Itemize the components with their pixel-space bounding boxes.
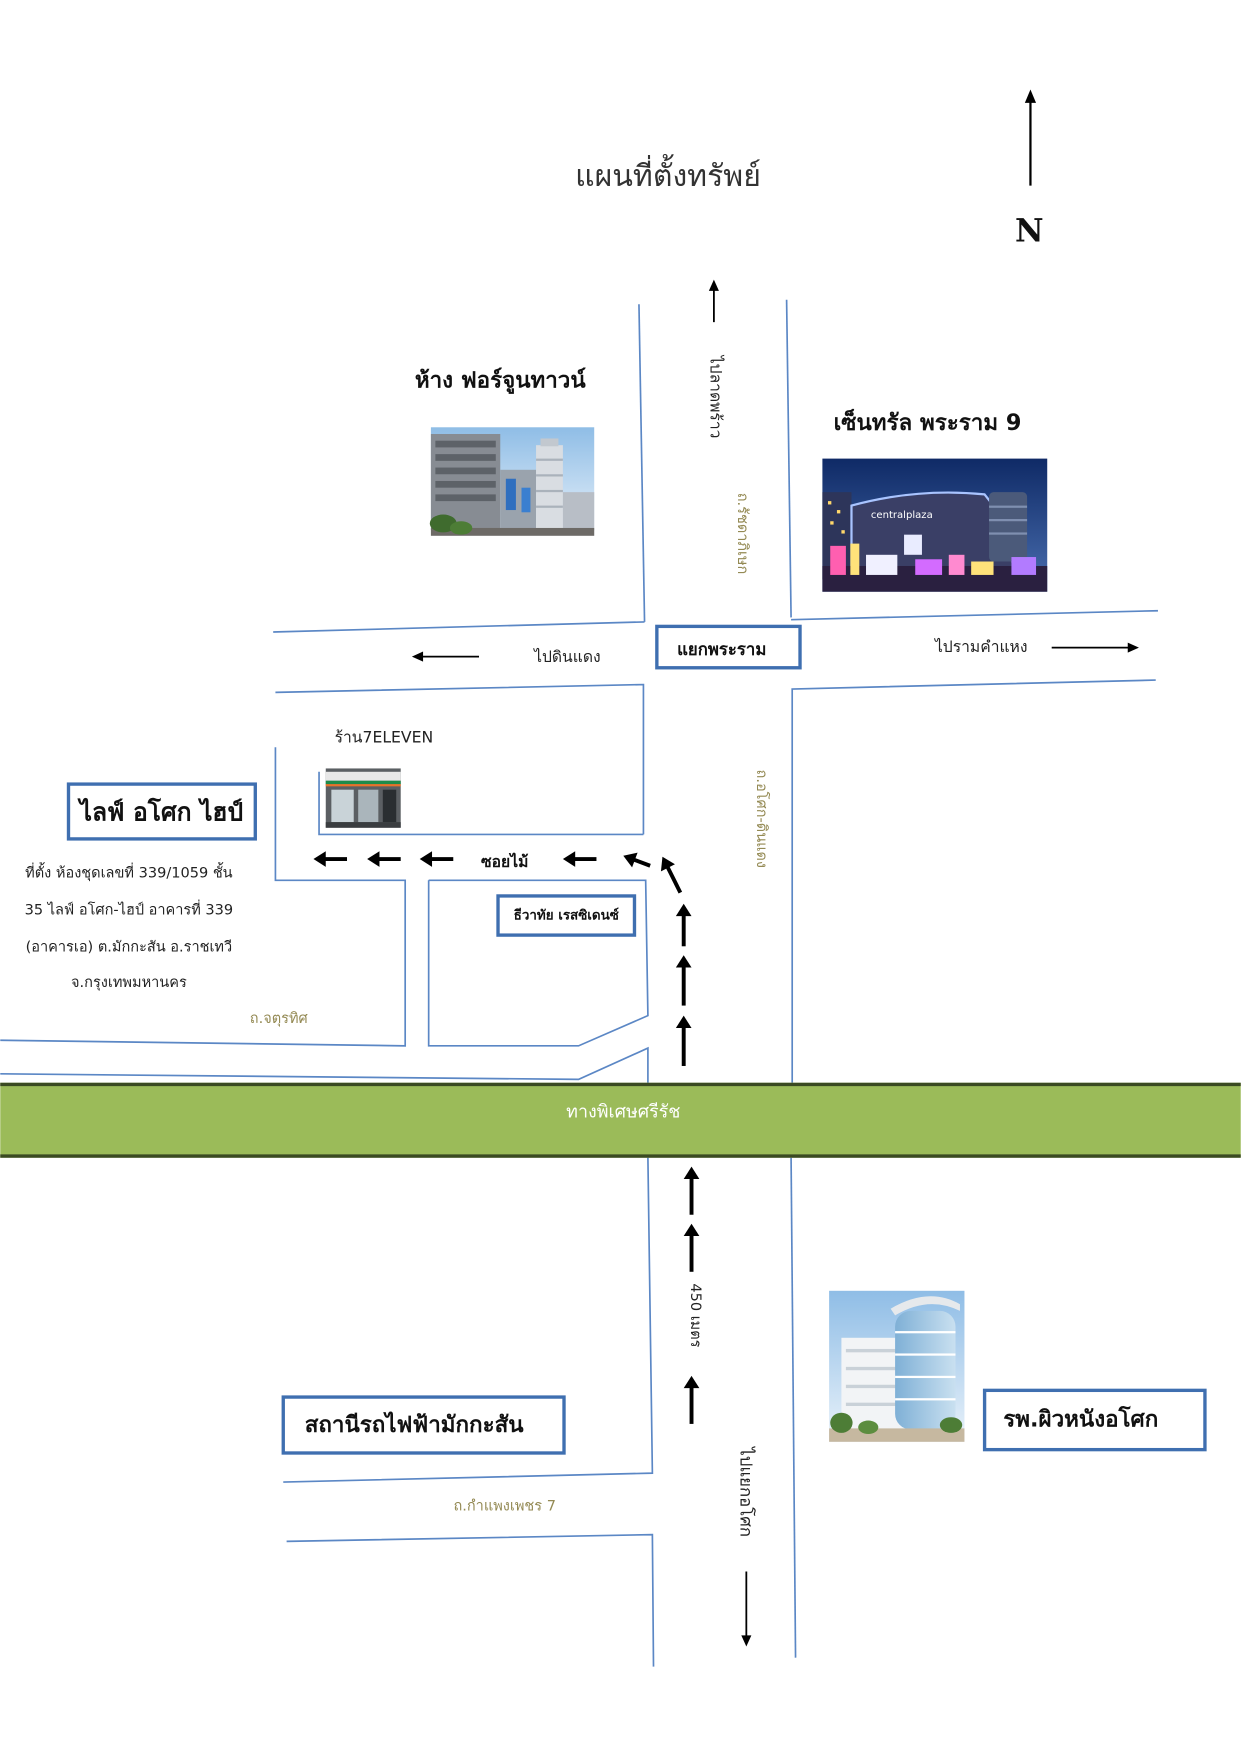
rama9-junction-box: แยกพระราม bbox=[655, 624, 802, 670]
property-box: ไลฟ์ อโศก ไฮป์ bbox=[66, 782, 257, 841]
arrow-head bbox=[367, 851, 380, 867]
block-edge bbox=[0, 747, 407, 1047]
route-arrow-icon bbox=[683, 1166, 700, 1215]
arrow-head bbox=[623, 852, 638, 868]
arrow-head bbox=[741, 1635, 752, 1647]
ratchadaphisek-road-edge bbox=[638, 304, 646, 622]
chaturathit-road-label: ถ.จตุรทิศ bbox=[250, 1011, 309, 1027]
to-asoke-junction-label: ไปแยกอโศก bbox=[736, 1445, 756, 1537]
route-arrow-icon bbox=[675, 955, 692, 1006]
property-address: ที่ตั้ง ห้องชุดเลขที่ 339/1059 ชั้น 35 ไ… bbox=[25, 862, 234, 992]
arrow-head bbox=[411, 651, 424, 662]
address-line: 35 ไลฟ์ อโศก-ไฮป์ อาคารที่ 339 bbox=[25, 899, 234, 918]
north-arrow-icon bbox=[1024, 89, 1037, 186]
rama9-road-edge bbox=[791, 679, 1156, 1083]
rama9-road-edge bbox=[273, 621, 645, 633]
asoke-road-edge bbox=[790, 1157, 797, 1658]
arrow-to-din-daeng-icon bbox=[411, 651, 480, 662]
rama9-road-edge bbox=[791, 609, 1158, 621]
arrow-head bbox=[683, 1166, 700, 1179]
fortune-town-label: ห้าง ฟอร์จูนทาวน์ bbox=[415, 366, 587, 394]
ratchadaphisek-road-label: ถ.รัชดาภิเษก bbox=[734, 493, 750, 575]
route-arrow-icon bbox=[683, 1375, 700, 1424]
route-arrow-icon bbox=[623, 852, 651, 868]
skin-hospital-box: รพ.ผิวหนังอโศก bbox=[982, 1388, 1207, 1452]
to-din-daeng-label: ไปดินแดง bbox=[532, 647, 601, 666]
ratchadaphisek-road-edge bbox=[785, 299, 792, 618]
skin-hospital-label: รพ.ผิวหนังอโศก bbox=[1003, 1405, 1158, 1432]
chaturathit-road-edge bbox=[0, 1046, 649, 1083]
arrow-head bbox=[708, 279, 719, 291]
thewathai-residence-label: ธีวาทัย เรสซิเดนซ์ bbox=[514, 908, 619, 924]
central-rama9-photo: centralplaza bbox=[822, 458, 1048, 592]
arrow-head bbox=[683, 1223, 700, 1236]
soi-mai-edge bbox=[318, 771, 644, 836]
arrow-head bbox=[675, 903, 692, 917]
rama9-junction-label: แยกพระราม bbox=[677, 639, 766, 659]
route-arrow-icon bbox=[419, 851, 454, 867]
makkasan-station-label: สถานีรถไฟฟ้ามักกะสัน bbox=[305, 1411, 525, 1438]
arrow-head bbox=[660, 856, 675, 872]
asoke-din-daeng-road-label: ถ.อโศก-ดินแดง bbox=[753, 770, 771, 868]
block-edge bbox=[427, 879, 649, 1047]
arrow-head bbox=[562, 851, 576, 867]
route-arrow-icon bbox=[660, 856, 683, 894]
distance-label: 450 เมตร bbox=[687, 1283, 703, 1347]
expressway: ทางพิเศษศรีรัช bbox=[0, 1082, 1241, 1158]
arrow-shaft bbox=[633, 857, 651, 868]
address-line: (อาคารเอ) ต.มักกะสัน อ.ราชเทวี bbox=[26, 938, 233, 955]
arrow-head bbox=[675, 955, 692, 968]
arrows bbox=[313, 89, 1139, 1647]
route-arrow-icon bbox=[675, 903, 692, 947]
arrow-head bbox=[683, 1375, 700, 1389]
asoke-road-edge bbox=[283, 1157, 654, 1483]
to-lat-phrao-label: ไปลาดพร้าว bbox=[707, 354, 726, 439]
arrow-head bbox=[1127, 642, 1139, 653]
central-logo-text: centralplaza bbox=[871, 510, 933, 521]
seven-eleven-photo bbox=[325, 768, 401, 828]
soi-mai-label: ซอยไม้ bbox=[481, 852, 528, 871]
route-arrow-icon bbox=[367, 851, 401, 867]
arrow-to-asoke-junction-icon bbox=[741, 1571, 752, 1647]
route-arrow-icon bbox=[562, 851, 597, 867]
skin-hospital-photo bbox=[829, 1290, 965, 1442]
to-ramkhamhaeng-label: ไปรามคำแหง bbox=[933, 637, 1028, 656]
property-name: ไลฟ์ อโศก ไฮป์ bbox=[77, 798, 243, 827]
address-line: จ.กรุงเทพมหานคร bbox=[71, 975, 187, 991]
kamphaeng-phet-7-road-label: ถ.กำแพงเพชร 7 bbox=[453, 1499, 556, 1515]
route-arrow-icon bbox=[313, 851, 348, 867]
rama9-road-edge bbox=[275, 683, 645, 835]
arrow-head bbox=[1024, 89, 1037, 103]
expressway-label: ทางพิเศษศรีรัช bbox=[566, 1101, 680, 1122]
central-rama9-label: เซ็นทรัล พระราม 9 bbox=[834, 408, 1022, 436]
arrow-shaft bbox=[665, 865, 683, 894]
expressway-band bbox=[0, 1082, 1241, 1158]
arrow-head bbox=[313, 851, 326, 867]
arrow-head bbox=[419, 851, 433, 867]
route-arrow-icon bbox=[675, 1015, 692, 1066]
north-label: N bbox=[1015, 214, 1044, 250]
route-arrow-icon bbox=[683, 1223, 700, 1272]
road-network bbox=[0, 299, 1158, 1667]
address-line: ที่ตั้ง ห้องชุดเลขที่ 339/1059 ชั้น bbox=[25, 862, 233, 882]
arrow-head bbox=[675, 1015, 692, 1028]
arrow-to-ramkhamhaeng-icon bbox=[1051, 642, 1139, 653]
fortune-town-photo bbox=[429, 427, 595, 536]
thewathai-residence-box: ธีวาทัย เรสซิเดนซ์ bbox=[496, 894, 637, 937]
kamphaeng-phet-7-road-edge bbox=[286, 1533, 655, 1667]
seven-eleven-label: ร้าน7ELEVEN bbox=[335, 728, 434, 747]
arrow-to-lat-phrao-icon bbox=[708, 279, 719, 323]
makkasan-station-box: สถานีรถไฟฟ้ามักกะสัน bbox=[281, 1395, 566, 1455]
map-title: แผนที่ตั้งทรัพย์ bbox=[575, 154, 761, 194]
